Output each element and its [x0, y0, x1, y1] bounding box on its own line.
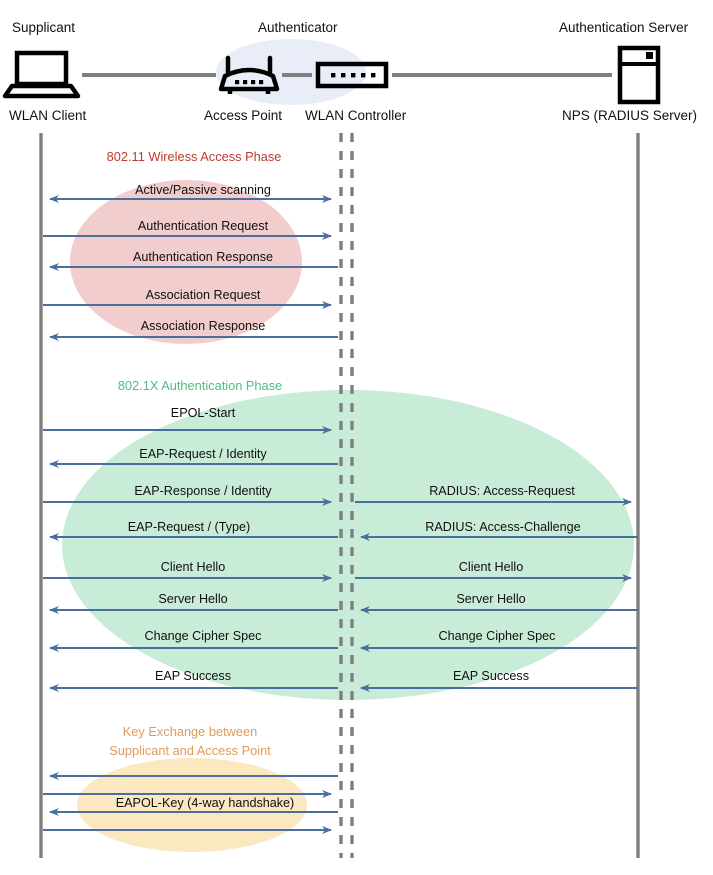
- message-label-eap-request-type: EAP-Request / (Type): [127, 520, 251, 534]
- phase-label-key-exchange-line1: Key Exchange between: [122, 724, 258, 739]
- message-label-change-cipher-spec-right: Change Cipher Spec: [438, 629, 556, 643]
- message-label-radius-access-challenge: RADIUS: Access-Challenge: [425, 520, 581, 534]
- server-icon: [617, 45, 661, 105]
- message-label-client-hello-left: Client Hello: [160, 560, 226, 574]
- node-device-access-point: Access Point: [204, 108, 283, 123]
- node-device-wlan-controller: WLAN Controller: [305, 108, 407, 123]
- dot1x-phase-ellipse: [62, 390, 634, 700]
- message-label-eap-success-right: EAP Success: [452, 669, 530, 683]
- message-arrows-dot1x: [43, 426, 638, 692]
- phase-label-dot1x: 802.1X Authentication Phase: [117, 378, 283, 393]
- node-role-authenticator: Authenticator: [258, 20, 338, 35]
- node-role-authentication-server: Authentication Server: [559, 20, 689, 35]
- message-arrows-key-exchange: [43, 772, 338, 834]
- laptop-icon: [2, 50, 81, 99]
- message-label-change-cipher-spec-left: Change Cipher Spec: [144, 629, 262, 643]
- message-label-server-hello-left: Server Hello: [158, 592, 228, 606]
- message-arrows-wifi: [43, 195, 338, 341]
- message-label-association-request: Association Request: [145, 288, 261, 302]
- message-label-authentication-request: Authentication Request: [137, 219, 269, 233]
- message-label-server-hello-right: Server Hello: [456, 592, 526, 606]
- key-phase-ellipse: [77, 758, 307, 852]
- message-label-authentication-response: Authentication Response: [132, 250, 274, 264]
- message-label-eapol-key-handshake: EAPOL-Key (4-way handshake): [115, 796, 295, 810]
- node-device-wlan-client: WLAN Client: [9, 108, 87, 123]
- wireless-router-icon: [218, 55, 280, 94]
- message-label-radius-access-request: RADIUS: Access-Request: [429, 484, 575, 498]
- message-label-eap-response-identity: EAP-Response / Identity: [134, 484, 272, 498]
- message-label-eap-request-identity: EAP-Request / Identity: [139, 447, 267, 461]
- lifeline-authenticator: [339, 133, 354, 858]
- message-label-association-response: Association Response: [140, 319, 266, 333]
- node-role-supplicant: Supplicant: [12, 20, 76, 35]
- node-device-nps-radius-server: NPS (RADIUS Server): [562, 108, 698, 123]
- phase-label-wifi: 802.11 Wireless Access Phase: [106, 149, 282, 164]
- message-label-eapol-start: EPOL-Start: [170, 406, 236, 420]
- wifi-phase-ellipse: [70, 180, 302, 344]
- message-label-client-hello-right: Client Hello: [458, 560, 524, 574]
- message-label-eap-success-left: EAP Success: [154, 669, 232, 683]
- phase-label-key-exchange-line2: Supplicant and Access Point: [109, 743, 271, 758]
- message-label-active-passive-scanning: Active/Passive scanning: [135, 183, 271, 197]
- switch-icon: [315, 61, 389, 89]
